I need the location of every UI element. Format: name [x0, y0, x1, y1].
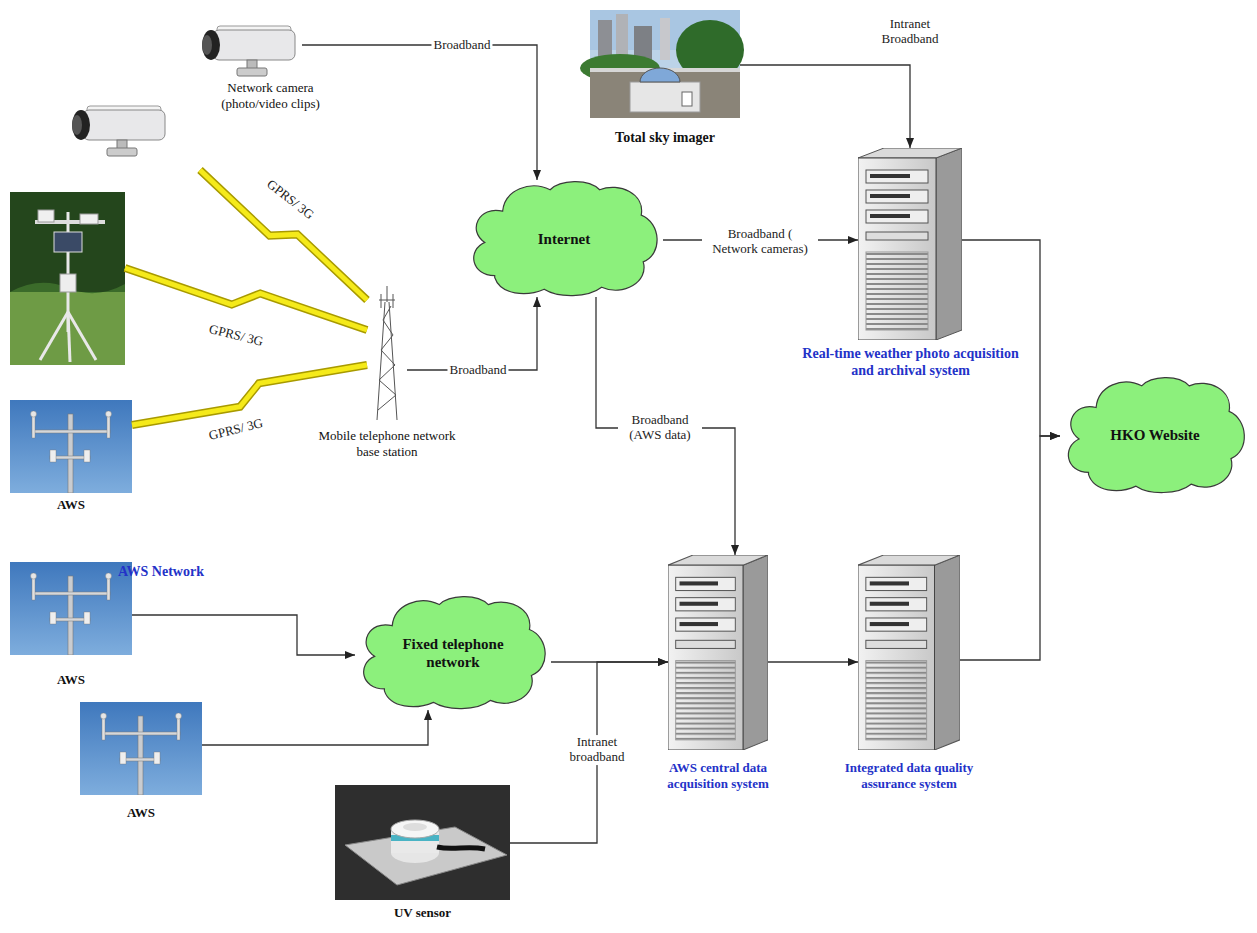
connector-line	[740, 65, 910, 148]
connector-line	[510, 662, 668, 843]
device-node: AWS	[80, 702, 202, 824]
cloud-shape	[474, 182, 657, 296]
device-node: Network camera (photo/video clips)	[62, 20, 302, 170]
bolt-outline	[132, 365, 367, 425]
edge-label: GPRS/ 3G	[262, 176, 318, 224]
wireless-link	[200, 170, 367, 300]
connector-line	[596, 297, 735, 555]
node-label: Real-time weather photo acquisition and …	[798, 346, 1023, 380]
cloud-outline	[355, 595, 551, 710]
uv-sensor-photo	[335, 785, 510, 900]
connector-line	[768, 661, 858, 662]
connector-line	[132, 615, 355, 655]
base-station-tower	[377, 286, 397, 420]
bolt-fill	[132, 365, 367, 425]
edge-label: Broadband (AWS data)	[618, 413, 702, 443]
cloud-shape	[364, 597, 546, 709]
total-sky-imager-photo	[580, 10, 744, 118]
edge-label: Broadband ( Network cameras)	[702, 227, 818, 257]
device-node: Total sky imager	[590, 10, 740, 150]
network-cloud: HKO Website	[1060, 376, 1250, 494]
network-cloud: Internet	[465, 180, 663, 297]
node-label: AWS	[80, 805, 202, 821]
device-node: Integrated data quality assurance system	[858, 555, 960, 750]
node-label: UV sensor	[335, 905, 510, 921]
cloud-shape	[1068, 378, 1244, 493]
network-camera-picture	[202, 26, 295, 76]
cloud-label: Fixed telephone network	[391, 635, 516, 671]
node-label: Total sky imager	[590, 130, 740, 147]
edge-label: Intranet Broadband	[868, 17, 952, 47]
network-camera-picture	[72, 106, 165, 156]
node-label: AWS central data acquisition system	[648, 760, 788, 791]
link-label: AWS Network	[118, 564, 204, 580]
gprs-link-bolt	[125, 268, 367, 330]
device-node: UV sensor	[335, 785, 510, 925]
node-label: Integrated data quality assurance system	[838, 760, 980, 791]
connector-line	[302, 45, 537, 180]
server-picture	[668, 148, 962, 750]
link-label: GPRS/ 3G	[207, 322, 264, 350]
device-node: Mobile telephone network base station	[367, 285, 407, 420]
wireless-link	[132, 365, 367, 425]
bolt-fill	[200, 170, 367, 300]
network-cloud: Fixed telephone network	[355, 595, 551, 710]
connector-line	[962, 240, 1060, 436]
node-label: Mobile telephone network base station	[312, 428, 462, 459]
node-label: AWS	[10, 497, 132, 513]
connector-line	[960, 436, 1060, 660]
device-node: AWS	[10, 400, 132, 515]
edge-label: Broadband	[447, 363, 508, 378]
bolt-outline	[200, 170, 367, 300]
edge-label: Broadband	[431, 38, 492, 53]
edge-label: GPRS/ 3G	[205, 416, 266, 445]
edge-label: Intranet broadband	[555, 735, 639, 765]
device-node: AWS	[10, 562, 132, 692]
connector-line	[202, 710, 428, 745]
weather-station-photo	[10, 192, 125, 365]
connector-line	[407, 297, 537, 370]
cloud-label: Internet	[538, 230, 591, 248]
aws-photo	[10, 400, 202, 795]
cloud-label: HKO Website	[1110, 426, 1199, 444]
device-node: Real-time weather photo acquisition and …	[858, 148, 962, 340]
device-node: AWS central data acquisition system	[668, 555, 768, 750]
node-label: Network camera (photo/video clips)	[208, 80, 333, 111]
node-label: AWS	[10, 672, 132, 688]
